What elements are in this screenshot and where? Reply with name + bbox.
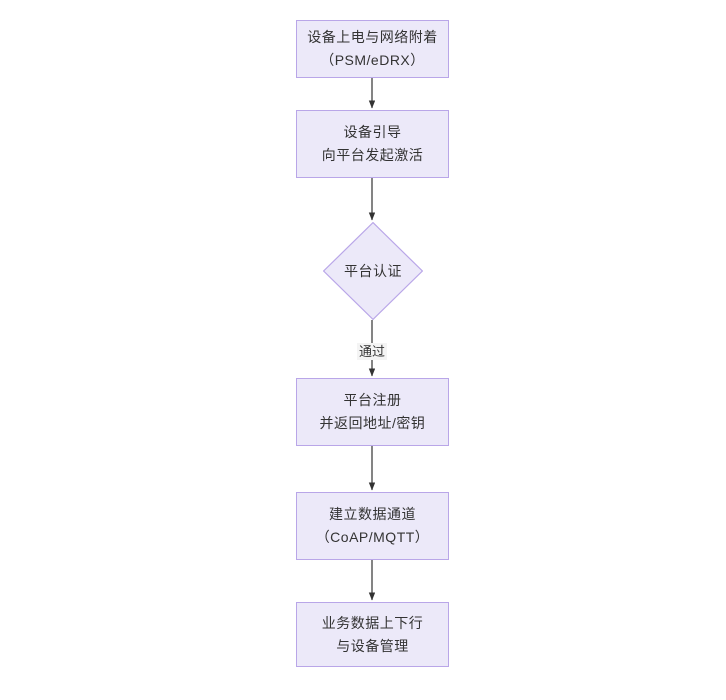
node-power-on-line-1: 设备上电与网络附着: [307, 29, 438, 45]
diamond-shape-icon: [323, 222, 423, 320]
node-bootstrap[interactable]: 设备引导 向平台发起激活: [296, 110, 449, 178]
node-platform-register-line-2: 并返回地址/密钥: [319, 415, 426, 431]
node-platform-auth[interactable]: 平台认证: [323, 222, 423, 320]
node-business-data[interactable]: 业务数据上下行 与设备管理: [296, 602, 449, 667]
node-power-on-line-2: （PSM/eDRX）: [320, 52, 425, 68]
node-bootstrap-line-1: 设备引导: [343, 124, 402, 140]
node-platform-register[interactable]: 平台注册 并返回地址/密钥: [296, 378, 449, 446]
node-platform-register-line-1: 平台注册: [343, 392, 402, 408]
node-data-channel-line-1: 建立数据通道: [329, 506, 416, 522]
node-business-data-line-1: 业务数据上下行: [321, 614, 424, 631]
node-data-channel-line-2: （CoAP/MQTT）: [315, 529, 430, 545]
node-data-channel[interactable]: 建立数据通道 （CoAP/MQTT）: [296, 492, 449, 560]
node-power-on[interactable]: 设备上电与网络附着 （PSM/eDRX）: [296, 20, 449, 78]
node-bootstrap-line-2: 向平台发起激活: [321, 147, 424, 163]
node-business-data-line-2: 与设备管理: [336, 637, 409, 654]
edge-label-pass: 通过: [356, 343, 388, 360]
node-platform-auth-label: 平台认证: [344, 262, 402, 279]
